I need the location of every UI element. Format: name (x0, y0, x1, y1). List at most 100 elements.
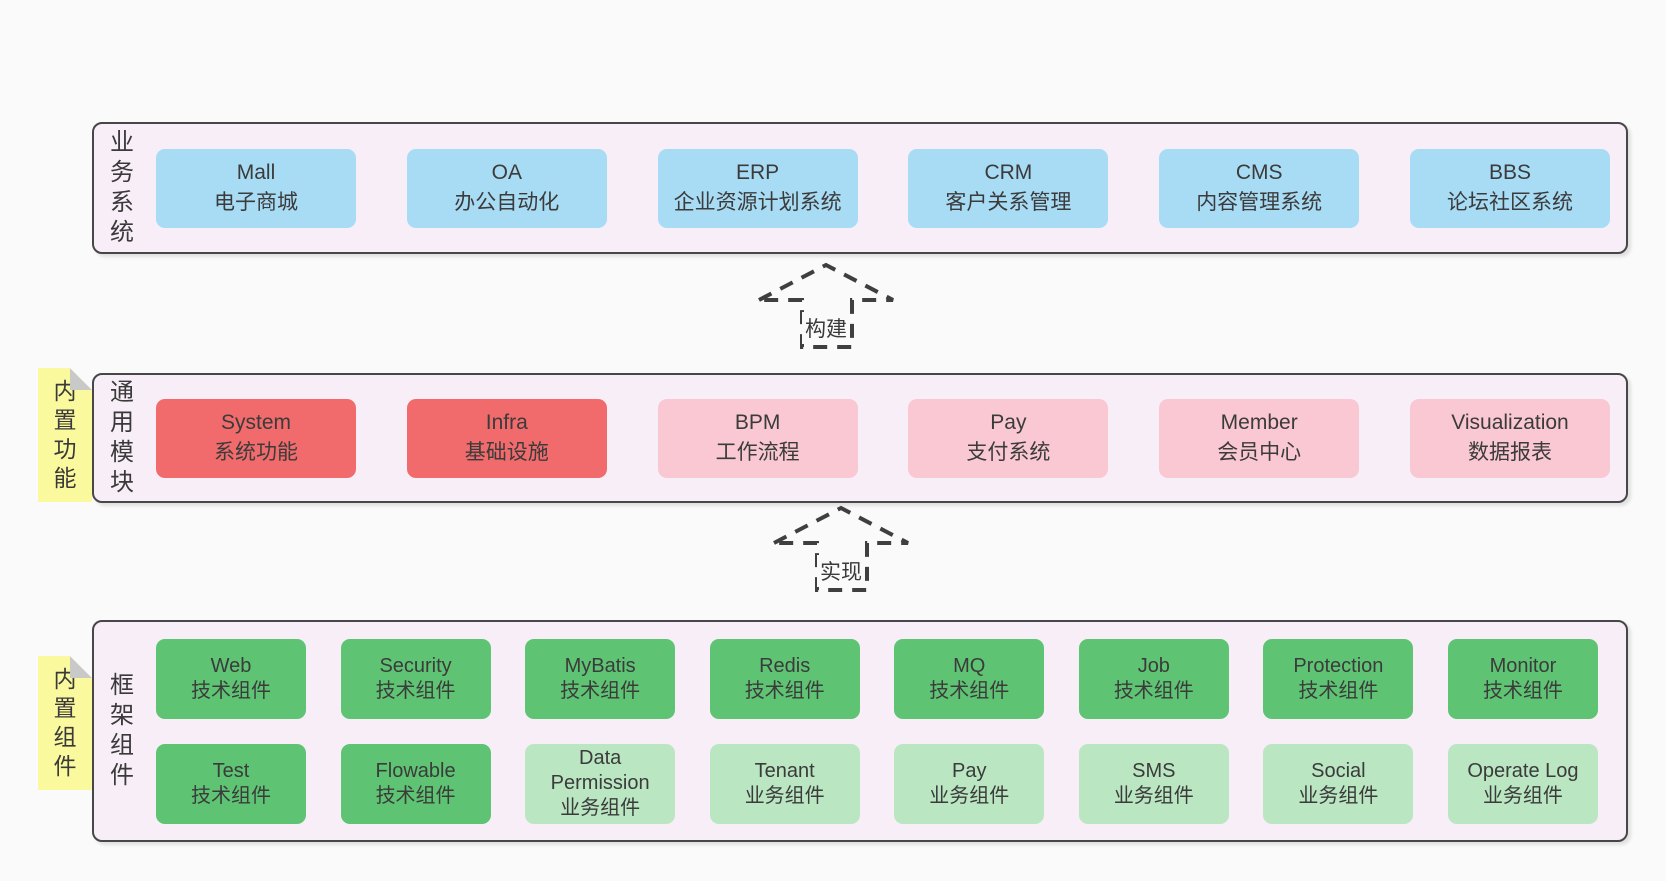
box-tenant-name: Tenant (754, 759, 815, 782)
box-job-name: Job (1137, 654, 1170, 677)
box-member: Member 会员中心 (1159, 398, 1360, 478)
band-business-label: 业务系统 (94, 124, 146, 252)
box-test: Test 技术组件 (156, 743, 306, 824)
sticky-fold-icon (70, 656, 92, 678)
sticky-features-text: 内置功能 (53, 378, 77, 491)
box-operate-log-desc: 业务组件 (1482, 784, 1563, 807)
box-pay-component-desc: 业务组件 (929, 784, 1010, 807)
box-pay-module-name: Pay (990, 411, 1027, 434)
box-member-desc: 会员中心 (1217, 441, 1302, 464)
box-mall: Mall 电子商城 (156, 148, 356, 228)
box-bbs: BBS 论坛社区系统 (1409, 148, 1610, 228)
box-monitor-desc: 技术组件 (1482, 679, 1563, 702)
box-data-permission: Data Permission 业务组件 (525, 743, 676, 824)
box-pay-component: Pay 业务组件 (894, 743, 1045, 824)
box-cms: CMS 内容管理系统 (1159, 148, 1360, 228)
box-visualization-name: Visualization (1451, 411, 1569, 434)
framework-row-2: Test 技术组件 Flowable 技术组件 Data Permission … (156, 743, 1598, 824)
box-erp-desc: 企业资源计划系统 (673, 191, 842, 214)
box-redis-name: Redis (759, 654, 811, 677)
box-test-desc: 技术组件 (191, 784, 271, 807)
arrow-implement: 实现 (771, 505, 911, 593)
box-security-desc: 技术组件 (375, 679, 456, 702)
box-social-name: Social (1311, 759, 1366, 782)
box-crm: CRM 客户关系管理 (908, 148, 1109, 228)
box-redis-desc: 技术组件 (744, 679, 825, 702)
box-data-permission-desc: 业务组件 (560, 797, 641, 819)
box-visualization: Visualization 数据报表 (1409, 398, 1610, 478)
box-infra-name: Infra (485, 411, 528, 434)
framework-row-1: Web 技术组件 Security 技术组件 MyBatis 技术组件 Redi… (156, 638, 1598, 719)
box-bpm: BPM 工作流程 (657, 398, 858, 478)
box-bbs-name: BBS (1488, 161, 1531, 184)
box-flowable: Flowable 技术组件 (340, 743, 491, 824)
box-pay-module: Pay 支付系统 (908, 398, 1109, 478)
box-protection-name: Protection (1293, 654, 1384, 677)
box-test-name: Test (212, 759, 250, 782)
box-mq-name: MQ (953, 654, 986, 677)
band-framework-label-text: 框架组件 (110, 672, 134, 789)
box-web: Web 技术组件 (156, 638, 306, 719)
box-flowable-desc: 技术组件 (375, 784, 456, 807)
box-oa-name: OA (491, 161, 522, 184)
band-business-systems: 业务系统 Mall 电子商城 OA 办公自动化 ERP 企业资源计划系统 CRM… (92, 122, 1628, 254)
box-infra: Infra 基础设施 (406, 398, 607, 478)
band-business-label-text: 业务系统 (110, 129, 134, 246)
arrow-build: 构建 (756, 262, 896, 350)
box-erp: ERP 企业资源计划系统 (657, 148, 858, 228)
box-mybatis: MyBatis 技术组件 (525, 638, 676, 719)
box-erp-name: ERP (736, 161, 780, 184)
box-job-desc: 技术组件 (1113, 679, 1194, 702)
band-framework-components: 框架组件 Web 技术组件 Security 技术组件 MyBatis 技术组件… (92, 620, 1628, 842)
sticky-note-built-in-features: 内置功能 (38, 368, 92, 502)
box-pay-component-name: Pay (952, 759, 987, 782)
box-tenant-desc: 业务组件 (744, 784, 825, 807)
box-mall-desc: 电子商城 (214, 191, 298, 214)
box-social-desc: 业务组件 (1298, 784, 1379, 807)
box-job: Job 技术组件 (1078, 638, 1229, 719)
box-system-desc: 系统功能 (214, 441, 298, 464)
box-web-desc: 技术组件 (191, 679, 271, 702)
box-bbs-desc: 论坛社区系统 (1446, 191, 1573, 214)
box-sms-name: SMS (1132, 759, 1176, 782)
box-bpm-desc: 工作流程 (715, 441, 800, 464)
box-tenant: Tenant 业务组件 (709, 743, 860, 824)
box-monitor-name: Monitor (1489, 654, 1557, 677)
box-mybatis-desc: 技术组件 (560, 679, 641, 702)
box-system-name: System (220, 411, 291, 434)
box-social: Social 业务组件 (1263, 743, 1414, 824)
box-system: System 系统功能 (156, 398, 356, 478)
box-sms-desc: 业务组件 (1113, 784, 1194, 807)
box-member-name: Member (1220, 411, 1298, 434)
box-sms: SMS 业务组件 (1078, 743, 1229, 824)
box-cms-name: CMS (1235, 161, 1283, 184)
box-visualization-desc: 数据报表 (1467, 441, 1552, 464)
box-security-name: Security (379, 654, 452, 677)
box-cms-desc: 内容管理系统 (1196, 191, 1323, 214)
sticky-note-built-in-components: 内置组件 (38, 656, 92, 790)
box-operate-log-name: Operate Log (1467, 759, 1579, 782)
arrow-build-label: 构建 (802, 312, 850, 344)
box-bpm-name: BPM (734, 411, 781, 434)
sticky-components-text: 内置组件 (53, 666, 77, 779)
box-web-name: Web (210, 654, 252, 677)
box-infra-desc: 基础设施 (464, 441, 549, 464)
box-redis: Redis 技术组件 (709, 638, 860, 719)
box-operate-log: Operate Log 业务组件 (1447, 743, 1598, 824)
box-security: Security 技术组件 (340, 638, 491, 719)
arrow-implement-label: 实现 (817, 555, 865, 587)
box-protection-desc: 技术组件 (1298, 679, 1379, 702)
box-protection: Protection 技术组件 (1263, 638, 1414, 719)
box-crm-name: CRM (984, 161, 1033, 184)
band-common-label: 通用模块 (94, 375, 146, 501)
box-oa: OA 办公自动化 (406, 148, 607, 228)
band-framework-label: 框架组件 (94, 622, 146, 840)
sticky-fold-icon (70, 368, 92, 390)
band-business-grid: Mall 电子商城 OA 办公自动化 ERP 企业资源计划系统 CRM 客户关系… (146, 124, 1626, 252)
box-mq: MQ 技术组件 (894, 638, 1045, 719)
box-data-permission-name: Data Permission (550, 747, 650, 794)
box-flowable-name: Flowable (375, 759, 456, 782)
box-crm-desc: 客户关系管理 (945, 191, 1072, 214)
box-mq-desc: 技术组件 (929, 679, 1010, 702)
box-oa-desc: 办公自动化 (454, 191, 560, 214)
